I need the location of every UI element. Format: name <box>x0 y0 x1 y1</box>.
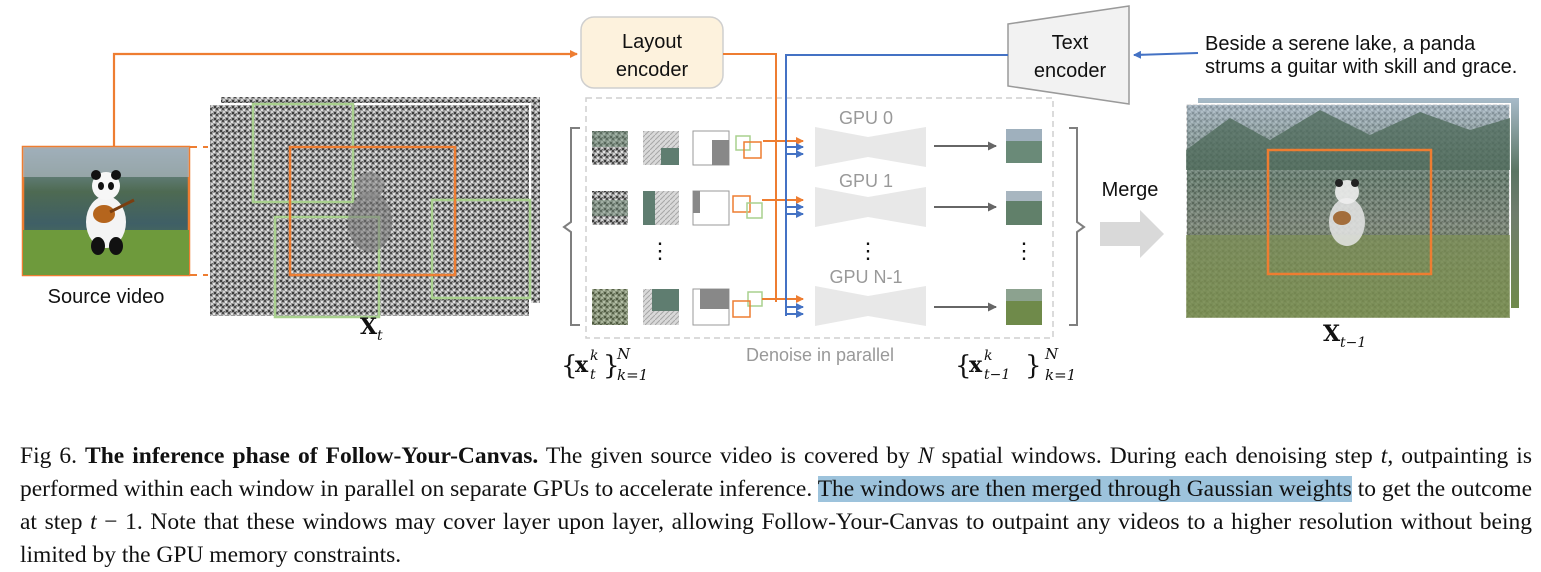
denoise-label: Denoise in parallel <box>746 345 894 365</box>
xt1-sub: t−1 <box>1340 335 1366 351</box>
set-right-x: x <box>969 352 983 378</box>
gpu-1-label: GPU 1 <box>839 171 893 191</box>
set-left-upper: N <box>616 345 631 363</box>
caption-var-t2: t <box>90 508 97 535</box>
window-row-1 <box>592 190 763 226</box>
set-notation-left: { x k t } N k=1 <box>561 345 648 384</box>
figure-caption: Fig 6. The inference phase of Follow-You… <box>20 440 1532 572</box>
gpu-output-arrows <box>934 141 997 312</box>
set-left-sub: t <box>590 367 596 383</box>
set-left-lower: k=1 <box>617 366 648 384</box>
noisy-latent-xt <box>208 95 542 319</box>
xt1-label: X <box>1323 321 1341 347</box>
source-to-layout-arrow <box>112 50 578 146</box>
gpu-n-1-unet: GPU N-1 <box>815 267 926 326</box>
xt-sub: t <box>377 328 383 344</box>
caption-highlight: The windows are then merged through Gaus… <box>817 475 1352 502</box>
layout-encoder-line1: Layout <box>622 31 682 53</box>
caption-text-4: to get the outcome at step <box>20 475 1533 535</box>
caption-text-3: , outpainting is performed within each w… <box>20 442 1532 502</box>
set-right-lower: k=1 <box>1045 366 1076 384</box>
caption-text-1: The given source video is covered by <box>538 442 918 469</box>
caption-text-2: spatial windows. During each denoising s… <box>933 442 1381 469</box>
output-latent-xt1 <box>1185 96 1521 319</box>
text-encoder-line2: encoder <box>1034 60 1107 82</box>
set-right-open: { <box>955 351 972 381</box>
layout-encoder-line2: encoder <box>616 59 689 81</box>
left-brace <box>562 127 580 326</box>
merge-arrow <box>1100 210 1164 258</box>
prompt-line2: strums a guitar with skill and grace. <box>1205 56 1517 78</box>
caption-prefix: Fig 6. <box>20 442 86 469</box>
caption-var-t: t <box>1380 442 1388 469</box>
source-video-frame <box>21 145 191 277</box>
row-dots-gpus: ⋮ <box>857 239 879 264</box>
gpu-0-unet: GPU 0 <box>815 108 926 167</box>
set-right-upper: N <box>1044 345 1059 363</box>
prompt-arrow <box>1133 50 1199 59</box>
source-video-label: Source video <box>48 286 165 308</box>
xt-label: X <box>360 314 378 340</box>
set-left-sup: k <box>590 348 598 364</box>
row-dots-inputs: ⋮ <box>649 239 671 264</box>
set-right-close: } <box>1025 351 1042 381</box>
gpu-0-label: GPU 0 <box>839 108 893 128</box>
output-windows <box>1006 129 1042 325</box>
window-row-n-1 <box>592 288 763 326</box>
caption-var-n: N <box>917 442 934 469</box>
text-encoder: Text encoder <box>1007 5 1130 105</box>
caption-text-5: − 1. Note that these windows may cover l… <box>20 508 1532 568</box>
set-left-x: x <box>575 352 589 378</box>
gpu-1-unet: GPU 1 <box>815 171 926 227</box>
window-row-0 <box>592 130 762 166</box>
row-dots-outputs: ⋮ <box>1013 239 1035 264</box>
set-left-open: { <box>561 351 578 381</box>
set-notation-right: { x k t−1 } N k=1 <box>955 345 1076 384</box>
parallel-region <box>585 97 1054 339</box>
set-right-sub: t−1 <box>984 367 1010 383</box>
right-brace <box>1069 127 1086 326</box>
inference-diagram: Layout encoder Text encoder Beside a ser… <box>21 5 1521 384</box>
set-right-sup: k <box>984 348 992 364</box>
prompt-line1: Beside a serene lake, a panda <box>1205 33 1476 55</box>
gpu-n-1-label: GPU N-1 <box>829 267 902 287</box>
merge-label: Merge <box>1102 179 1159 201</box>
text-feed-arrows <box>785 54 1008 318</box>
text-encoder-line1: Text <box>1052 32 1089 54</box>
layout-feed-arrows <box>723 53 804 303</box>
layout-encoder: Layout encoder <box>580 16 724 89</box>
set-left-close: } <box>603 351 620 381</box>
caption-title: The inference phase of Follow-Your-Canva… <box>85 442 539 469</box>
